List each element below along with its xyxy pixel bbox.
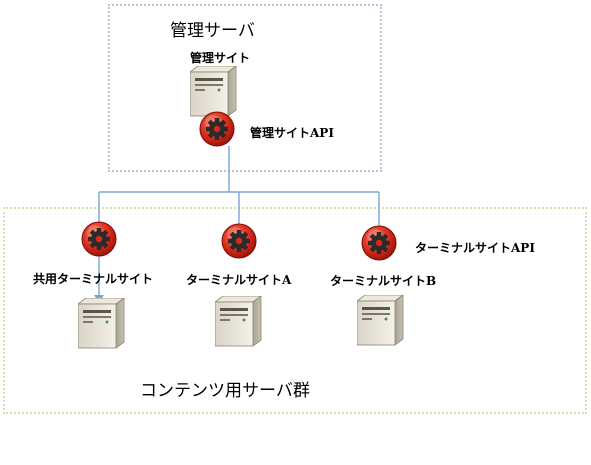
- gear-icon: [221, 223, 257, 259]
- gear-icon: [199, 111, 235, 147]
- terminal-site-a-label: ターミナルサイトA: [186, 273, 292, 287]
- terminal-api-label: ターミナルサイトAPI: [415, 241, 535, 255]
- management-site-label: 管理サイト: [190, 51, 251, 65]
- shared-terminal-site-label: 共用ターミナルサイト: [33, 272, 154, 286]
- server-icon: [78, 298, 125, 349]
- server-icon: [215, 296, 262, 347]
- gear-icon: [361, 225, 397, 261]
- management-server-box: [108, 4, 382, 172]
- gear-icon: [81, 221, 117, 257]
- content-server-group-box: [3, 207, 587, 414]
- server-icon: [357, 295, 404, 346]
- management-server-label: 管理サーバ: [170, 21, 255, 41]
- content-group-label: コンテンツ用サーバ群: [140, 381, 310, 401]
- management-api-label: 管理サイトAPI: [250, 126, 334, 140]
- terminal-site-b-label: ターミナルサイトB: [330, 274, 437, 288]
